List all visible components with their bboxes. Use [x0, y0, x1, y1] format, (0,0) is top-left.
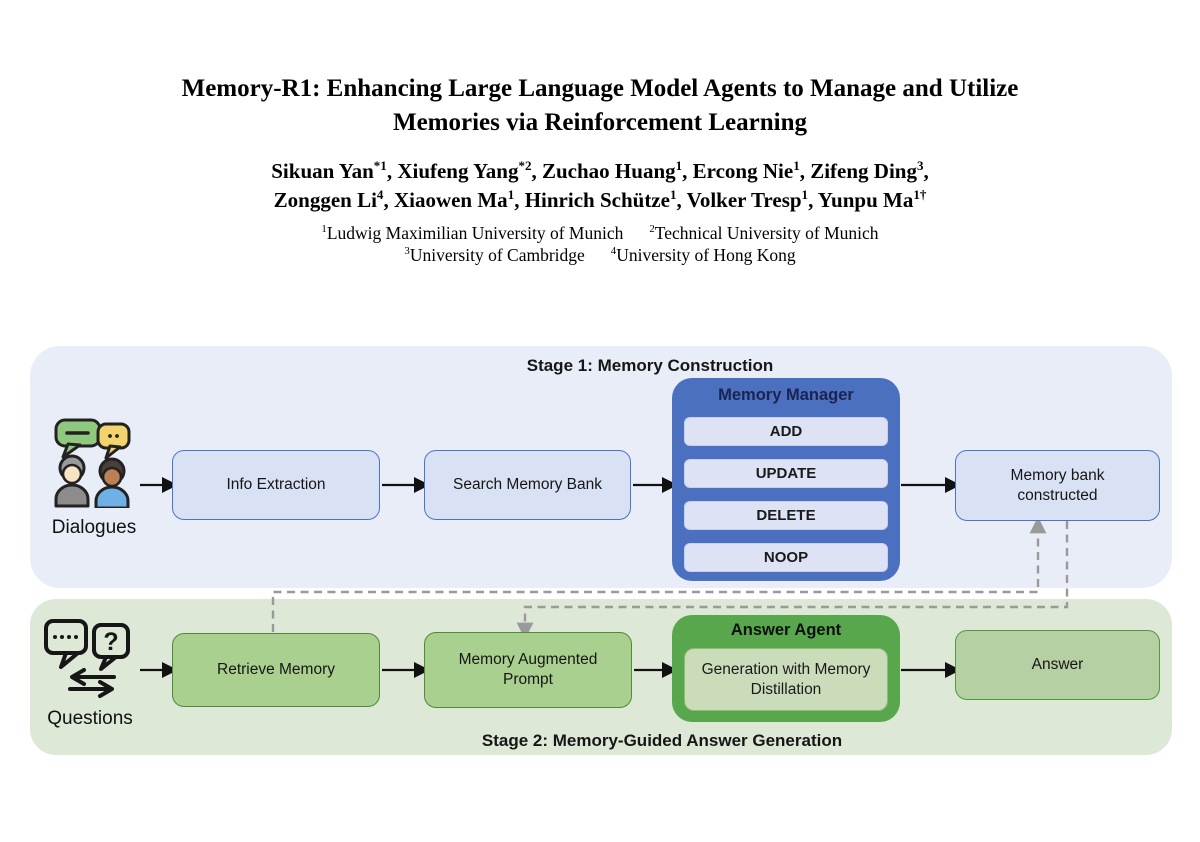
questions-input: ? Questions [40, 617, 140, 730]
generation-with-memory-distillation-label: Generation with Memory Distillation [701, 660, 871, 698]
memory-bank-constructed-label: Memory bank constructed [1010, 466, 1105, 504]
answer-box: Answer [955, 630, 1160, 700]
memory-manager-box: Memory Manager ADD UPDATE DELETE NOOP [672, 378, 900, 581]
search-memory-bank-box: Search Memory Bank [424, 450, 631, 520]
dialogues-input: Dialogues [44, 416, 144, 539]
retrieve-memory-label: Retrieve Memory [217, 661, 335, 679]
memory-augmented-prompt-box: Memory Augmented Prompt [424, 632, 632, 708]
authors-line-1: Sikuan Yan*1, Xiufeng Yang*2, Zuchao Hua… [271, 158, 929, 183]
paper-title: Memory-R1: Enhancing Large Language Mode… [0, 72, 1200, 140]
questions-speech-bubbles-icon: ? [44, 619, 130, 698]
op-delete: DELETE [684, 501, 888, 530]
answer-agent-box: Answer Agent Generation with Memory Dist… [672, 615, 900, 722]
op-add: ADD [684, 417, 888, 446]
paper-title-line2: Memories via Reinforcement Learning [392, 109, 807, 136]
generation-with-memory-distillation-box: Generation with Memory Distillation [684, 648, 888, 711]
author-list: Sikuan Yan*1, Xiufeng Yang*2, Zuchao Hua… [0, 157, 1200, 215]
info-extraction-label: Info Extraction [226, 476, 326, 494]
dialogues-chat-people-icon [54, 418, 131, 510]
authors-line-2: Zonggen Li4, Xiaowen Ma1, Hinrich Schütz… [273, 187, 927, 212]
answer-agent-title: Answer Agent [730, 621, 842, 639]
answer-label: Answer [1031, 656, 1084, 674]
paper-title-line1: Memory-R1: Enhancing Large Language Mode… [181, 75, 1019, 102]
op-noop: NOOP [684, 543, 888, 572]
info-extraction-box: Info Extraction [172, 450, 380, 520]
svg-text:?: ? [103, 628, 118, 656]
memory-augmented-prompt-label: Memory Augmented Prompt [458, 651, 598, 688]
memory-bank-constructed-box: Memory bank constructed [955, 450, 1160, 521]
stage1-label: Stage 1: Memory Construction [526, 356, 774, 375]
search-memory-bank-label: Search Memory Bank [452, 476, 603, 494]
memory-manager-title: Memory Manager [718, 386, 854, 404]
stage2-label: Stage 2: Memory-Guided Answer Generation [481, 731, 843, 750]
retrieve-memory-box: Retrieve Memory [172, 633, 380, 707]
memory-manager-ops: ADD UPDATE DELETE NOOP [684, 417, 888, 585]
questions-label: Questions [47, 708, 133, 729]
op-update: UPDATE [684, 459, 888, 488]
dialogues-label: Dialogues [51, 517, 137, 538]
